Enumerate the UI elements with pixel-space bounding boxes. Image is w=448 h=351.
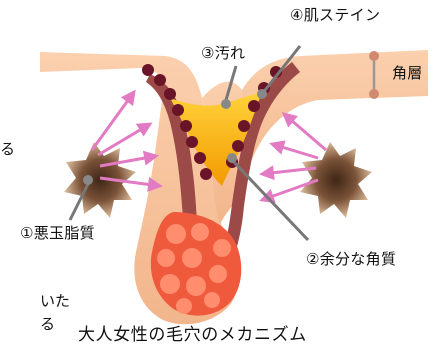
arrow-right-2 — [272, 144, 318, 158]
label-stain: ④肌ステイン — [290, 6, 380, 24]
arrow-left-1 — [92, 92, 134, 150]
label-sebum: ①悪玉脂質 — [20, 224, 95, 242]
sebum-right — [300, 142, 372, 218]
label-dirt: ③汚れ — [201, 44, 245, 62]
follicle — [151, 212, 241, 316]
left-fragment-mid: る — [0, 140, 15, 158]
arrow-right-1 — [284, 114, 326, 150]
diagram-caption: 大人女性の毛穴のメカニズム — [78, 326, 307, 344]
left-fragment-bottom-1: いた — [40, 292, 70, 310]
left-fragment-bottom-2: る — [40, 315, 55, 333]
label-stratum: 角層 — [392, 64, 423, 82]
label-keratin: ②余分な角質 — [306, 250, 396, 268]
